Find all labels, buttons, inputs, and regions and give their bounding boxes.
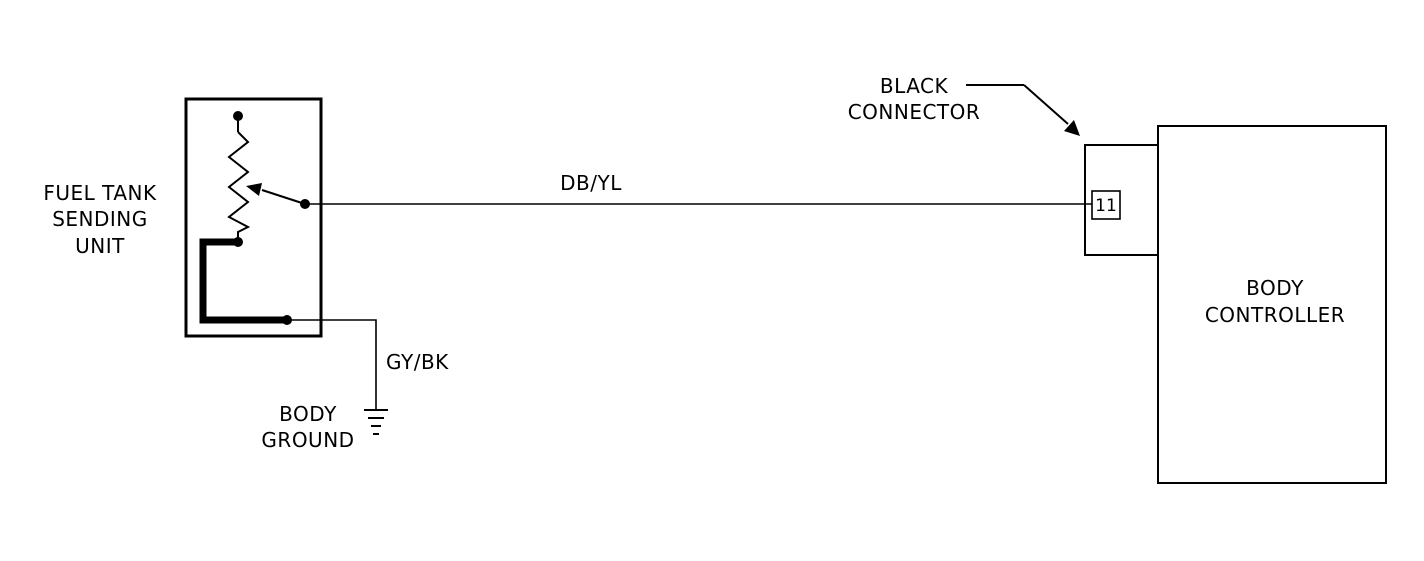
ground-wire <box>287 319 377 410</box>
sending-unit-label-line-3: UNIT <box>75 234 125 258</box>
ground-symbol-icon <box>364 409 388 435</box>
ground-label-line-2: GROUND <box>261 428 354 452</box>
body-controller-label-line-2: CONTROLLER <box>1205 303 1345 327</box>
fuel-tank-sending-unit: FUEL TANK SENDING UNIT <box>43 97 323 338</box>
sending-unit-label-line-2: SENDING <box>52 207 148 231</box>
signal-wire-label: DB/YL <box>560 171 622 195</box>
connector-pointer-shaft <box>1023 84 1069 125</box>
resistor-top-terminal <box>233 111 243 121</box>
variable-resistor <box>227 131 251 242</box>
black-connector: 11 BLACK CONNECTOR <box>848 74 1159 256</box>
ground-circuit: GY/BK BODY GROUND <box>261 319 449 452</box>
sending-unit-label-line-1: FUEL TANK <box>43 181 157 205</box>
connector-pin-box <box>1091 190 1121 220</box>
connector-arrow-icon <box>1064 120 1080 136</box>
internal-ground-bus <box>199 238 289 324</box>
body-controller-label-line-1: BODY <box>1246 276 1304 300</box>
body-controller-box <box>1157 125 1387 484</box>
connector-label-line-2: CONNECTOR <box>848 100 981 124</box>
connector-label-line-1: BLACK <box>880 74 949 98</box>
ground-label-line-1: BODY <box>279 402 337 426</box>
wiper-arm <box>261 189 306 205</box>
body-controller: BODY CONTROLLER <box>1157 125 1387 484</box>
ground-wire-label: GY/BK <box>386 350 449 374</box>
wiper-arrow <box>246 183 262 196</box>
connector-pin-number: 11 <box>1095 196 1117 216</box>
sending-unit-housing <box>184 97 323 338</box>
signal-circuit: DB/YL <box>305 171 1096 205</box>
